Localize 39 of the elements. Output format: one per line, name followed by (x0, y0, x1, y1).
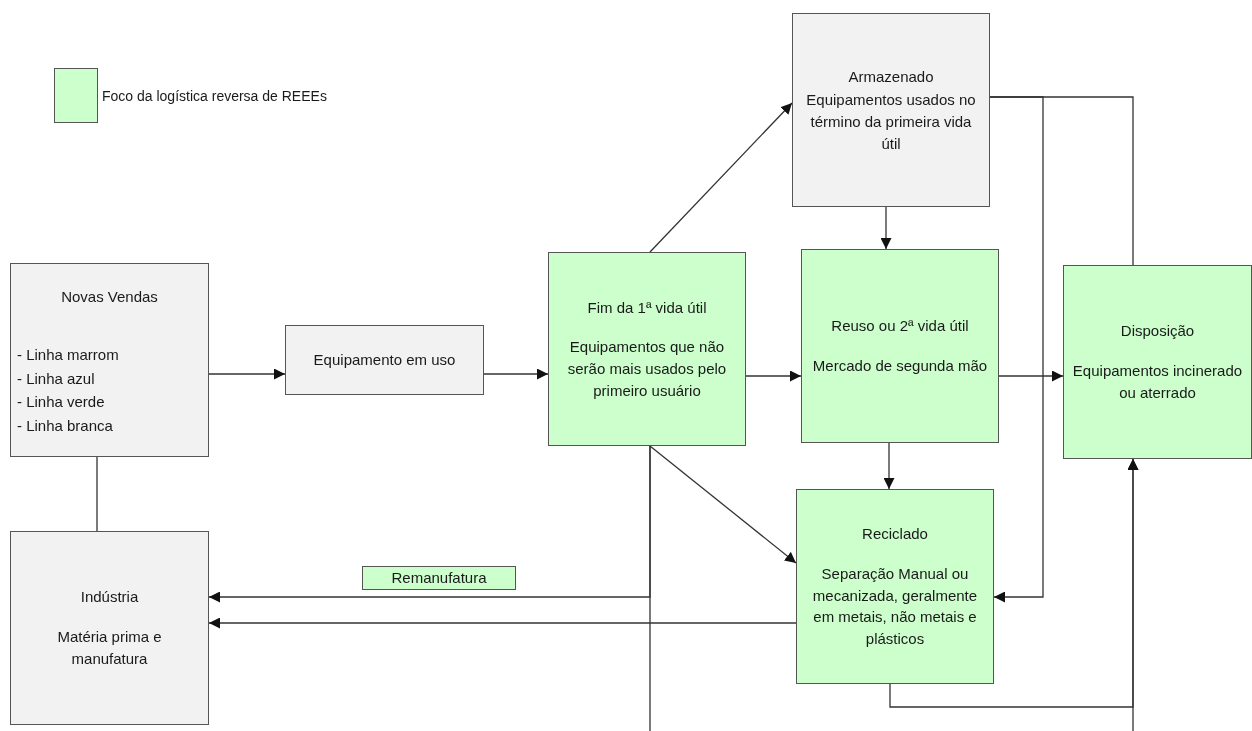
box-heading: Disposição (1120, 321, 1195, 342)
process-box (548, 252, 746, 446)
box-heading: Novas Vendas (61, 287, 158, 307)
process-box (801, 249, 999, 443)
list-item: - Linha azul (17, 368, 96, 389)
box-text: Equipamento em uso (313, 350, 456, 371)
box-text: Equipamentos incinerado ou aterrado (1072, 361, 1243, 403)
connector-arrow (745, 370, 802, 382)
box-text: Equipamentos que não serão mais usados pelo primeiro usuário (566, 337, 728, 401)
list-item: - Linha branca (17, 416, 114, 436)
process-box (285, 325, 484, 395)
process-box (10, 531, 209, 725)
connector-arrow (208, 368, 286, 380)
box-heading: Reciclado (862, 524, 928, 545)
connector-arrow (649, 445, 797, 564)
process-box (1063, 265, 1252, 459)
box-heading: Fim da 1ª vida útil (587, 297, 707, 318)
box-text: Separação Manual ou mecanizada, geralmente em metais, não metais e plásticos (811, 563, 979, 650)
box-heading: Armazenado (848, 66, 934, 87)
connector-arrow (483, 368, 549, 380)
connector-arrow (998, 370, 1064, 382)
process-box (10, 263, 209, 457)
process-box (792, 13, 990, 207)
process-box (796, 489, 994, 684)
list-item: - Linha verde (17, 392, 106, 413)
connector-arrow (1127, 458, 1139, 731)
box-text: Equipamentos usados no término da primeira vida útil (805, 90, 977, 154)
connector-arrow (649, 102, 793, 253)
box-heading: Reuso ou 2ª vida útil (831, 316, 969, 337)
box-text: Matéria prima e manufatura (56, 627, 163, 669)
box-heading: Indústria (80, 587, 139, 608)
connector-arrow (883, 442, 895, 490)
legend-text: Foco da logística reversa de REEEs (102, 87, 327, 104)
connector-arrow (880, 206, 892, 250)
list-item: - Linha marrom (17, 344, 120, 365)
connector-arrow (208, 617, 797, 629)
box-text: Mercado de segunda mão (812, 356, 988, 376)
connector-arrow (989, 96, 1044, 603)
edge-label: Remanufatura (362, 566, 516, 590)
